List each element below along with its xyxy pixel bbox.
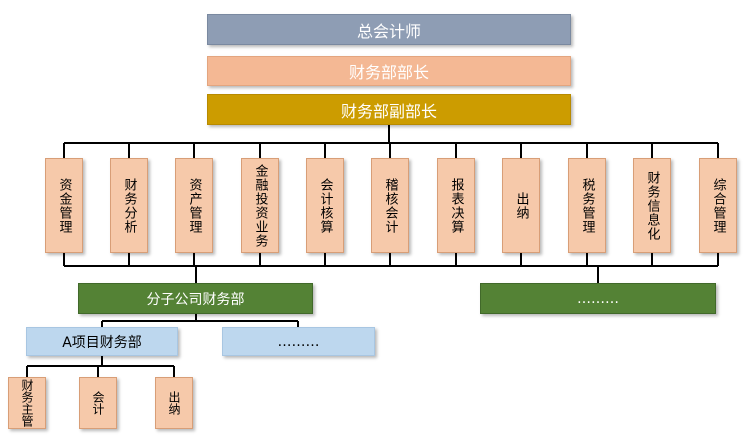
role-finance-supervisor: 财务主管 [8, 377, 46, 429]
project-finance-box: A项目财务部 [26, 327, 178, 356]
role-accountant: 会计 [79, 377, 117, 429]
dept-tax-management: 税务管理 [568, 158, 606, 253]
chief-accountant-box: 总会计师 [207, 14, 571, 45]
project-other-box: ……… [222, 327, 375, 356]
dept-cashier: 出纳 [502, 158, 540, 253]
dept-financial-investment: 金融投资业务 [241, 158, 279, 253]
dept-financial-analysis: 财务分析 [110, 158, 148, 253]
finance-director-box: 财务部部长 [207, 56, 571, 86]
dept-general-management: 综合管理 [699, 158, 737, 253]
subsidiary-other-box: ……… [480, 283, 716, 314]
dept-funds-management: 资金管理 [45, 158, 83, 253]
dept-audit-accounting: 稽核会计 [371, 158, 409, 253]
finance-deputy-director-box: 财务部副部长 [207, 94, 571, 125]
role-cashier: 出纳 [155, 377, 193, 429]
subsidiary-finance-box: 分子公司财务部 [78, 283, 313, 314]
dept-asset-management: 资产管理 [175, 158, 213, 253]
dept-reporting: 报表决算 [437, 158, 475, 253]
dept-finance-it: 财务信息化 [633, 158, 671, 253]
dept-accounting: 会计核算 [306, 158, 344, 253]
